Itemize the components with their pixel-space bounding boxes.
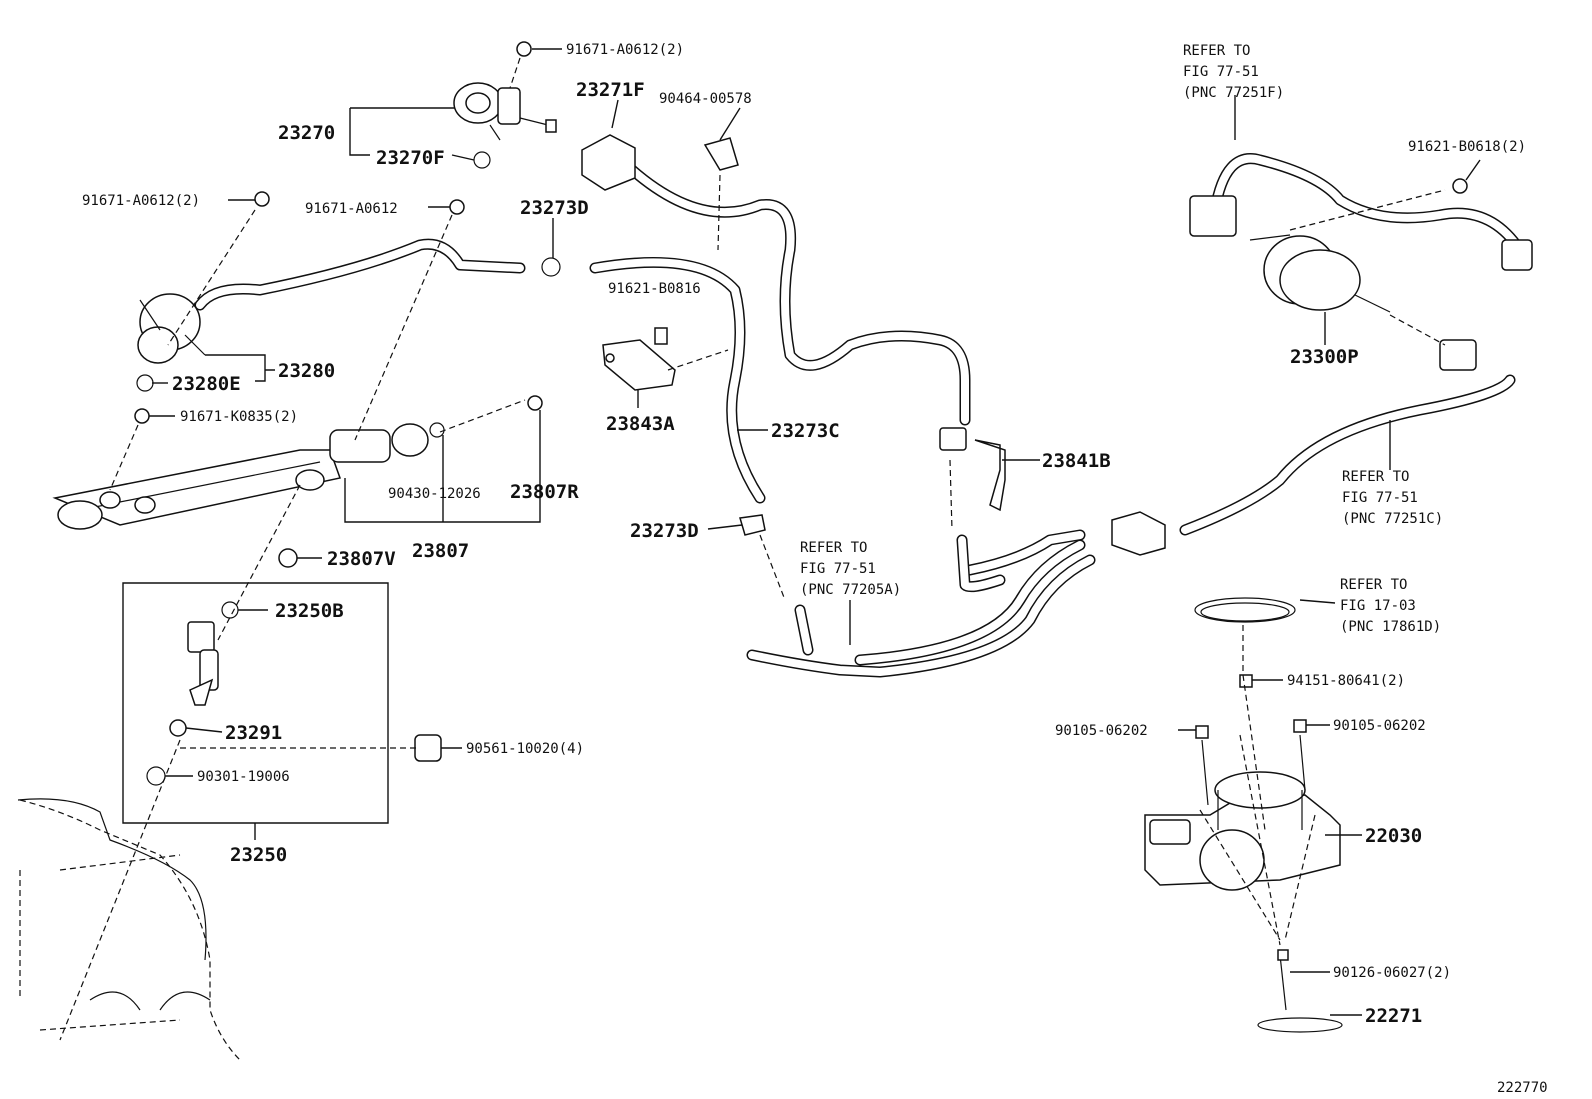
svg-text:(PNC 77251C): (PNC 77251C): [1342, 511, 1443, 527]
label-23291: 23291: [225, 722, 282, 744]
refer-77251f: REFER TO FIG 77-51 (PNC 77251F): [1183, 43, 1284, 101]
refer-to-notes: REFER TO FIG 77-51 (PNC 77251F) REFER TO…: [800, 43, 1443, 635]
label-23273c: 23273C: [771, 420, 840, 442]
label-23807v: 23807V: [327, 548, 396, 570]
svg-text:(PNC 17861D): (PNC 17861D): [1340, 619, 1441, 635]
label-23841b: 23841B: [1042, 450, 1111, 472]
label-23271f: 23271F: [576, 79, 645, 101]
label-23843a: 23843A: [606, 413, 675, 435]
svg-text:(PNC 77205A): (PNC 77205A): [800, 582, 901, 598]
label-90105-06202-left: 90105-06202: [1055, 723, 1148, 739]
small-parts: [134, 41, 1468, 1011]
label-90105-06202-right: 90105-06202: [1333, 718, 1426, 734]
svg-text:REFER TO: REFER TO: [1183, 43, 1250, 59]
leader-lines: [122, 48, 1481, 1016]
svg-text:REFER TO: REFER TO: [1342, 469, 1409, 485]
label-23250b: 23250B: [275, 600, 344, 622]
label-23807: 23807: [412, 540, 469, 562]
label-90430-12026: 90430-12026: [388, 486, 481, 502]
label-23250: 23250: [230, 844, 287, 866]
label-91671-a0612-2-left: 91671-A0612(2): [82, 193, 200, 209]
diagram-id: 222770: [1497, 1080, 1548, 1096]
label-90301-19006: 90301-19006: [197, 769, 290, 785]
label-91671-a0612: 91671-A0612: [305, 201, 398, 217]
label-23270f: 23270F: [376, 147, 445, 169]
refer-17861d: REFER TO FIG 17-03 (PNC 17861D): [1340, 577, 1441, 635]
label-23300p: 23300P: [1290, 346, 1359, 368]
label-91621-b0618-2: 91621-B0618(2): [1408, 139, 1526, 155]
label-94151-80641-2: 94151-80641(2): [1287, 673, 1405, 689]
label-91621-b0816: 91621-B0816: [608, 281, 701, 297]
label-90126-06027-2: 90126-06027(2): [1333, 965, 1451, 981]
fuel-hoses: [194, 153, 1526, 678]
svg-text:FIG 17-03: FIG 17-03: [1340, 598, 1416, 614]
label-23273d-bottom: 23273D: [630, 520, 699, 542]
svg-text:FIG 77-51: FIG 77-51: [1183, 64, 1259, 80]
svg-text:REFER TO: REFER TO: [800, 540, 867, 556]
label-23807r: 23807R: [510, 481, 579, 503]
part-labels: 91671-A0612(2) 23270 23270F 91671-A0612(…: [82, 42, 1526, 1027]
label-91671-a0612-2-top: 91671-A0612(2): [566, 42, 684, 58]
svg-text:(PNC 77251F): (PNC 77251F): [1183, 85, 1284, 101]
label-23280e: 23280E: [172, 373, 241, 395]
label-22271: 22271: [1365, 1005, 1422, 1027]
component-shapes: [17, 82, 1533, 1061]
assembly-lines: [59, 57, 1446, 1041]
label-22030: 22030: [1365, 825, 1422, 847]
refer-77205a: REFER TO FIG 77-51 (PNC 77205A): [800, 540, 901, 598]
label-91671-k0835-2: 91671-K0835(2): [180, 409, 298, 425]
label-23273d-top: 23273D: [520, 197, 589, 219]
label-23280: 23280: [278, 360, 335, 382]
label-90561-10020-4: 90561-10020(4): [466, 741, 584, 757]
label-23270: 23270: [278, 122, 335, 144]
svg-text:FIG 77-51: FIG 77-51: [1342, 490, 1418, 506]
svg-text:FIG 77-51: FIG 77-51: [800, 561, 876, 577]
refer-77251c: REFER TO FIG 77-51 (PNC 77251C): [1342, 469, 1443, 527]
svg-text:REFER TO: REFER TO: [1340, 577, 1407, 593]
label-90464-00578: 90464-00578: [659, 91, 752, 107]
